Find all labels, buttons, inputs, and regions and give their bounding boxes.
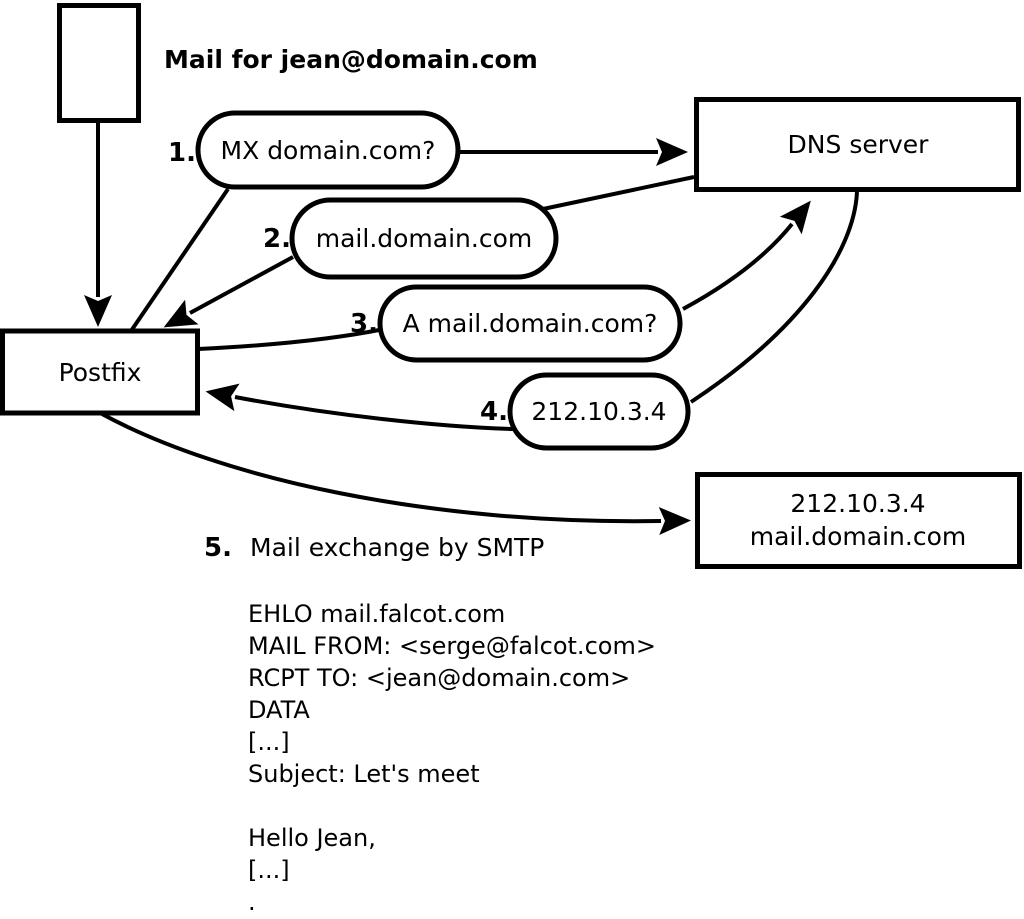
step-4-label: 212.10.3.4 xyxy=(531,397,666,426)
dns-server-label: DNS server xyxy=(788,130,930,159)
smtp-line: Subject: Let's meet xyxy=(248,760,480,788)
line-postfix-to-query1 xyxy=(129,187,230,333)
postfix-label: Postfix xyxy=(59,358,142,387)
smtp-line: Hello Jean, xyxy=(248,824,376,852)
arrow-answer4-to-postfix xyxy=(205,383,514,431)
arrow-answer2-to-postfix xyxy=(163,255,294,328)
step-3-number: 3. xyxy=(350,309,378,339)
step-2-number: 2. xyxy=(263,224,291,254)
smtp-line: . xyxy=(248,888,256,916)
smtp-line: DATA xyxy=(248,696,310,724)
mail-server-hostname: mail.domain.com xyxy=(750,522,966,551)
step-5-number: 5. xyxy=(204,533,232,563)
query-pill-3 xyxy=(377,284,683,363)
step-5-label: Mail exchange by SMTP xyxy=(250,533,544,562)
step-1-number: 1. xyxy=(168,138,196,168)
step-4-number: 4. xyxy=(480,397,508,427)
smtp-session-transcript: EHLO mail.falcot.com MAIL FROM: <serge@f… xyxy=(248,600,656,916)
query-pill-1 xyxy=(195,110,461,190)
arrow-postfix-to-mailserver xyxy=(101,412,691,536)
step-1-label: MX domain.com? xyxy=(221,136,436,165)
step-2-label: mail.domain.com xyxy=(316,224,532,253)
smtp-line: EHLO mail.falcot.com xyxy=(248,600,505,628)
mail-server-node xyxy=(695,472,1022,569)
arrow-query3-to-dns xyxy=(682,200,811,311)
smtp-line: [...] xyxy=(248,728,290,756)
postfix-node xyxy=(0,328,200,416)
line-postfix-to-query3 xyxy=(197,327,385,351)
diagram-title: Mail for jean@domain.com xyxy=(164,45,538,74)
answer-pill-2 xyxy=(289,197,559,280)
smtp-line: [...] xyxy=(248,856,290,884)
smtp-line: MAIL FROM: <serge@falcot.com> xyxy=(248,632,656,660)
smtp-line: RCPT TO: <jean@domain.com> xyxy=(248,664,630,692)
answer-pill-4 xyxy=(507,372,691,451)
mail-server-ip: 212.10.3.4 xyxy=(790,489,925,518)
connectors xyxy=(84,122,859,536)
line-dns-to-answer2 xyxy=(542,175,695,211)
step-3-label: A mail.domain.com? xyxy=(403,309,658,338)
line-dns-to-answer4 xyxy=(689,191,859,404)
dns-server-node xyxy=(694,97,1021,192)
envelope-node xyxy=(57,3,141,123)
